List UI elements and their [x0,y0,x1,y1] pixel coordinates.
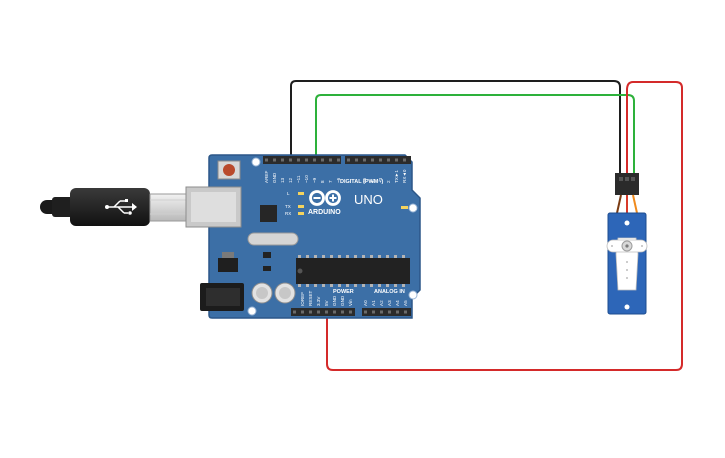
power-header [291,308,355,316]
brand-label: ARDUINO [308,209,341,216]
pin-label: ~5 [362,177,367,183]
digital-header [263,156,411,164]
header-hole[interactable] [395,158,398,162]
header-hole[interactable] [341,310,344,314]
servo-horn [606,237,648,291]
pin-label: 8 [320,180,325,183]
ground-wire[interactable] [290,80,621,174]
pin-label: 5V [324,299,329,306]
header-hole[interactable] [325,310,328,314]
voltage-regulator [218,252,238,272]
pin-label: ~11 [296,175,301,183]
header-hole[interactable] [387,158,390,162]
header-hole[interactable] [309,310,312,314]
reset-button[interactable] [217,160,241,180]
servo-motor[interactable] [606,173,648,315]
header-hole[interactable] [363,158,366,162]
header-hole[interactable] [355,158,358,162]
header-hole[interactable] [313,158,316,162]
led-tx-label: TX [285,204,291,209]
header-hole[interactable] [380,310,383,314]
pin-label: 3.3V [316,296,321,306]
pin-label: TX►1 [394,170,399,183]
header-hole[interactable] [396,310,399,314]
header-hole[interactable] [301,310,304,314]
signal-wire[interactable] [315,94,635,174]
pin-label: AREF [264,171,269,183]
header-hole[interactable] [297,158,300,162]
header-hole[interactable] [273,158,276,162]
pin-label: 4 [370,180,375,183]
header-hole[interactable] [305,158,308,162]
pin-label: GND [332,295,337,306]
header-hole[interactable] [281,158,284,162]
header-hole[interactable] [403,158,406,162]
pin-label: A0 [363,300,368,306]
header-hole[interactable] [333,310,336,314]
header-hole[interactable] [289,158,292,162]
header-hole[interactable] [293,310,296,314]
pin-label: RX◄0 [402,169,407,183]
header-hole[interactable] [379,158,382,162]
usb-cable[interactable] [40,188,187,226]
power-wire[interactable] [326,81,683,371]
pin-label: 12 [288,177,293,183]
header-hole[interactable] [321,158,324,162]
pin-label: 2 [386,180,391,183]
header-hole[interactable] [349,310,352,314]
analog-header [362,308,411,316]
pin-label: 13 [280,177,285,183]
pin-label: IOREF [300,292,305,306]
pin-label: Vin [348,299,353,306]
servo-connector[interactable] [615,173,639,195]
model-label: UNO [354,192,383,207]
header-hole[interactable] [372,310,375,314]
atmega-chip [296,255,410,287]
usb-icon [105,199,137,215]
pin-label: ~6 [336,177,341,183]
pin-label: RESET [308,290,313,306]
header-hole[interactable] [364,310,367,314]
capacitors [251,282,296,304]
servo-body [606,212,648,315]
header-hole[interactable] [388,310,391,314]
header-hole[interactable] [337,158,340,162]
arduino-logo [309,190,341,206]
pin-label: A1 [371,300,376,306]
led-on-label: ON [410,206,417,211]
pin-label: A4 [395,300,400,306]
power-jack [200,283,244,311]
header-hole[interactable] [404,310,407,314]
pin-label: A2 [379,300,384,306]
pin-label: GND [272,172,277,183]
usb-port [185,186,242,228]
pin-label: 7 [328,180,333,183]
pin-label: A3 [387,300,392,306]
pin-label: ~9 [312,177,317,183]
usb-chip [260,205,277,222]
header-hole[interactable] [265,158,268,162]
pin-label: A5 [403,300,408,306]
pin-label: ~10 [304,175,309,183]
header-hole[interactable] [371,158,374,162]
power-header-label: POWER [333,289,354,295]
header-hole[interactable] [329,158,332,162]
led-rx-label: RX [285,211,291,216]
digital-header-label: DIGITAL (PWM~) [340,179,384,185]
wires [290,80,683,371]
header-hole[interactable] [317,310,320,314]
header-hole[interactable] [347,158,350,162]
led-l-label: L [287,191,290,196]
pin-label: GND [340,295,345,306]
analog-header-label: ANALOG IN [374,289,405,295]
pin-label: ~3 [378,177,383,183]
crystal [247,232,299,246]
